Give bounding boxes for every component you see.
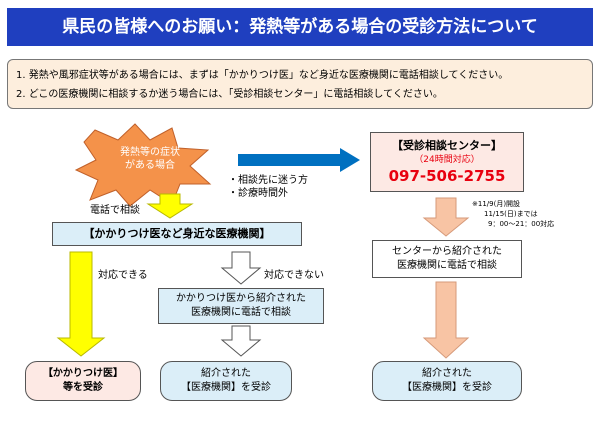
center-hours: （24時間対応） [414,155,480,165]
peach-arrow-to-center-referral [422,197,470,237]
center-referral-line-1: センターから紹介された [392,246,502,257]
result-family-line-2: 等を受診 [62,382,103,393]
result-referred-right-line-1: 紹介された [422,368,472,379]
yellow-arrow-to-family-doctor [146,193,194,219]
family-doctor-box: 【かかりつけ医など身近な医療機関】 [52,222,302,246]
phone-consult-label: 電話で相談 [90,205,140,216]
can-handle-label: 対応できる [98,270,148,281]
consultation-center-box: 【受診相談センター】 （24時間対応） 097-506-2755 [370,132,524,192]
blue-arrow-to-center [238,148,360,172]
center-note-line-1: ※11/9(月)開設 [472,200,521,208]
symptom-line-2: がある場合 [125,160,175,171]
center-note-line-3: 9：00～21：00対応 [488,220,555,228]
center-referral-line-2: 医療機関に電話で相談 [397,260,497,271]
title-banner: 県民の皆様へのお願い：発熱等がある場合の受診方法について [7,8,593,46]
white-arrow-cannot-handle [220,251,262,285]
instructions-box: 1. 発熱や風邪症状等がある場合には、まずは「かかりつけ医」など身近な医療機関に… [7,59,593,109]
cannot-handle-label: 対応できない [264,270,324,281]
result-referred-right: 紹介された 【医療機関】を受診 [372,361,522,401]
center-title: 【受診相談センター】 [391,139,502,152]
symptom-line-1: 発熱等の症状 [120,147,180,158]
result-family-line-1: 【かかりつけ医】 [42,368,124,379]
result-family-doctor: 【かかりつけ医】 等を受診 [25,361,141,401]
yellow-arrow-can-handle [56,251,106,357]
referral-line-1: かかりつけ医から紹介された [175,293,307,304]
unsure-label: ・相談先に迷う方 [228,175,308,186]
white-arrow-to-referred [220,325,262,357]
result-referred-left-line-1: 紹介された [201,368,251,379]
center-note-line-2: 11/15(日)までは [484,210,538,218]
referral-consult-box: かかりつけ医から紹介された 医療機関に電話で相談 [158,288,324,324]
center-phone-number[interactable]: 097-506-2755 [388,167,506,185]
instruction-1: 1. 発熱や風邪症状等がある場合には、まずは「かかりつけ医」など身近な医療機関に… [16,70,509,81]
center-hours-note: ※11/9(月)開設 11/15(日)までは 9：00～21：00対応 [472,199,554,229]
referral-line-2: 医療機関に電話で相談 [190,307,291,318]
result-referred-left-line-2: 【医療機関】を受診 [181,382,271,393]
result-referred-right-line-2: 【医療機関】を受診 [402,382,492,393]
center-referral-box: センターから紹介された 医療機関に電話で相談 [372,240,522,278]
result-referred-left: 紹介された 【医療機関】を受診 [160,361,292,401]
family-doctor-text: 【かかりつけ医など身近な医療機関】 [83,227,271,240]
peach-arrow-to-referred-right [422,281,470,359]
instruction-2: 2. どこの医療機関に相談するか迷う場合には、「受診相談センター」に電話相談して… [16,89,443,100]
after-hours-label: ・診療時間外 [228,188,288,199]
symptom-burst: 発熱等の症状 がある場合 [110,146,190,172]
